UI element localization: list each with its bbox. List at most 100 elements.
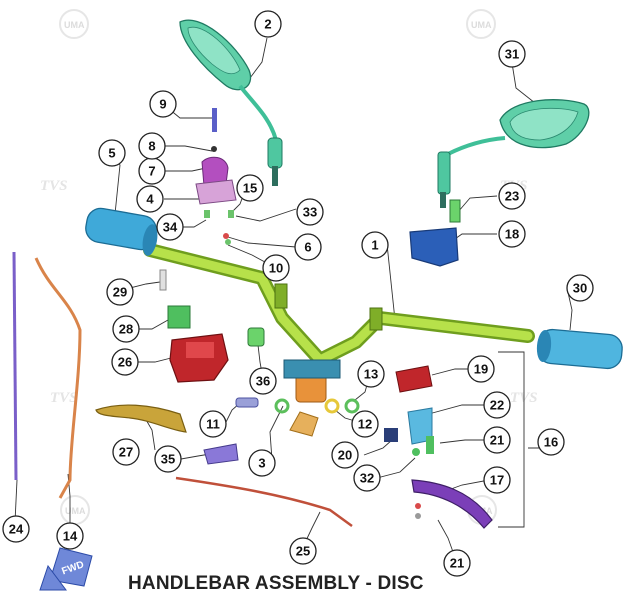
callout-circle [483,391,511,419]
callout-circle [199,410,227,438]
callout-circle [537,428,565,456]
callout-number: 29 [113,285,127,300]
callout-c20: 20 [331,441,359,469]
left-switch-parts [195,108,237,245]
callout-circle [112,438,140,466]
callout-circle [331,441,359,469]
callout-circle [296,198,324,226]
callout-circle [56,522,84,550]
callout-number: 28 [119,322,133,337]
callout-c26: 26 [111,348,139,376]
small-parts [203,397,420,465]
callout-number: 20 [338,448,352,463]
right-control-parts [395,199,493,529]
callout-circle [111,348,139,376]
callout-circle [248,449,276,477]
callout-number: 36 [256,374,270,389]
callout-number: 16 [544,435,558,450]
callout-circle [136,185,164,213]
cables [12,251,353,528]
callout-c8: 8 [138,132,166,160]
callout-number: 4 [146,192,154,207]
callout-circle [149,90,177,118]
callout-number: 14 [63,529,78,544]
callout-circle [483,466,511,494]
left-control-parts [159,269,265,383]
callout-number: 21 [450,556,464,571]
callout-c7: 7 [138,157,166,185]
callout-c10: 10 [262,254,290,282]
callout-number: 26 [118,355,132,370]
callout-number: 22 [490,398,504,413]
callout-number: 34 [163,220,178,235]
callout-number: 3 [258,456,265,471]
callout-circle [294,233,322,261]
callout-number: 1 [371,238,378,253]
clutch-lever [95,404,187,433]
callout-c25: 25 [289,537,317,565]
callout-circle [361,231,389,259]
uma-logo-text: UMA [64,20,85,30]
uma-logo-watermark: UMA [59,9,89,39]
callout-number: 35 [161,452,175,467]
callout-c34: 34 [156,213,184,241]
uma-logo-text: UMA [471,20,492,30]
callout-c22: 22 [483,391,511,419]
callout-number: 21 [490,433,504,448]
diagram-title: HANDLEBAR ASSEMBLY - DISC [128,573,424,594]
callout-number: 8 [148,139,155,154]
callout-circle [289,537,317,565]
callout-number: 32 [360,471,374,486]
callout-circle [156,213,184,241]
callout-number: 9 [159,97,166,112]
callout-circle [467,355,495,383]
tvs-watermark: TVS [50,390,78,406]
callout-c31: 31 [498,40,526,68]
right-mirror [437,99,590,208]
callout-c18: 18 [498,220,526,248]
uma-logo-watermark: UMA [60,495,90,525]
callout-number: 7 [148,164,155,179]
callout-circle [498,182,526,210]
callout-c9: 9 [149,90,177,118]
callout-number: 24 [9,522,24,537]
callout-c35: 35 [154,445,182,473]
callout-c5: 5 [98,139,126,167]
callout-circle [98,139,126,167]
callout-number: 15 [243,181,257,196]
callout-c24: 24 [2,515,30,543]
callout-circle [106,278,134,306]
callout-c30: 30 [566,274,594,302]
left-grip [85,207,158,256]
left-mirror [179,19,283,186]
callout-number: 27 [119,445,133,460]
callout-number: 33 [303,205,317,220]
callout-circle [236,174,264,202]
callout-number: 10 [269,261,283,276]
callout-c15: 15 [236,174,264,202]
callout-number: 18 [505,227,519,242]
callout-c32: 32 [353,464,381,492]
callout-number: 12 [358,417,372,432]
callout-c6: 6 [294,233,322,261]
callout-circle [498,220,526,248]
callout-circle [566,274,594,302]
callout-circle [254,10,282,38]
callout-c2: 2 [254,10,282,38]
callout-c13: 13 [357,360,385,388]
callout-circle [2,515,30,543]
callout-circle [351,410,379,438]
callout-c16: 16 [537,428,565,456]
callout-c21b: 21 [443,549,471,577]
callout-c1: 1 [361,231,389,259]
callout-c21a: 21 [483,426,511,454]
callout-c3: 3 [248,449,276,477]
callout-c14: 14 [56,522,84,550]
uma-logo-text: UMA [65,506,86,516]
callout-circle [262,254,290,282]
steering-stem [283,359,341,437]
callout-circle [443,549,471,577]
callout-circle [154,445,182,473]
callout-c29: 29 [106,278,134,306]
callout-number: 5 [108,146,115,161]
